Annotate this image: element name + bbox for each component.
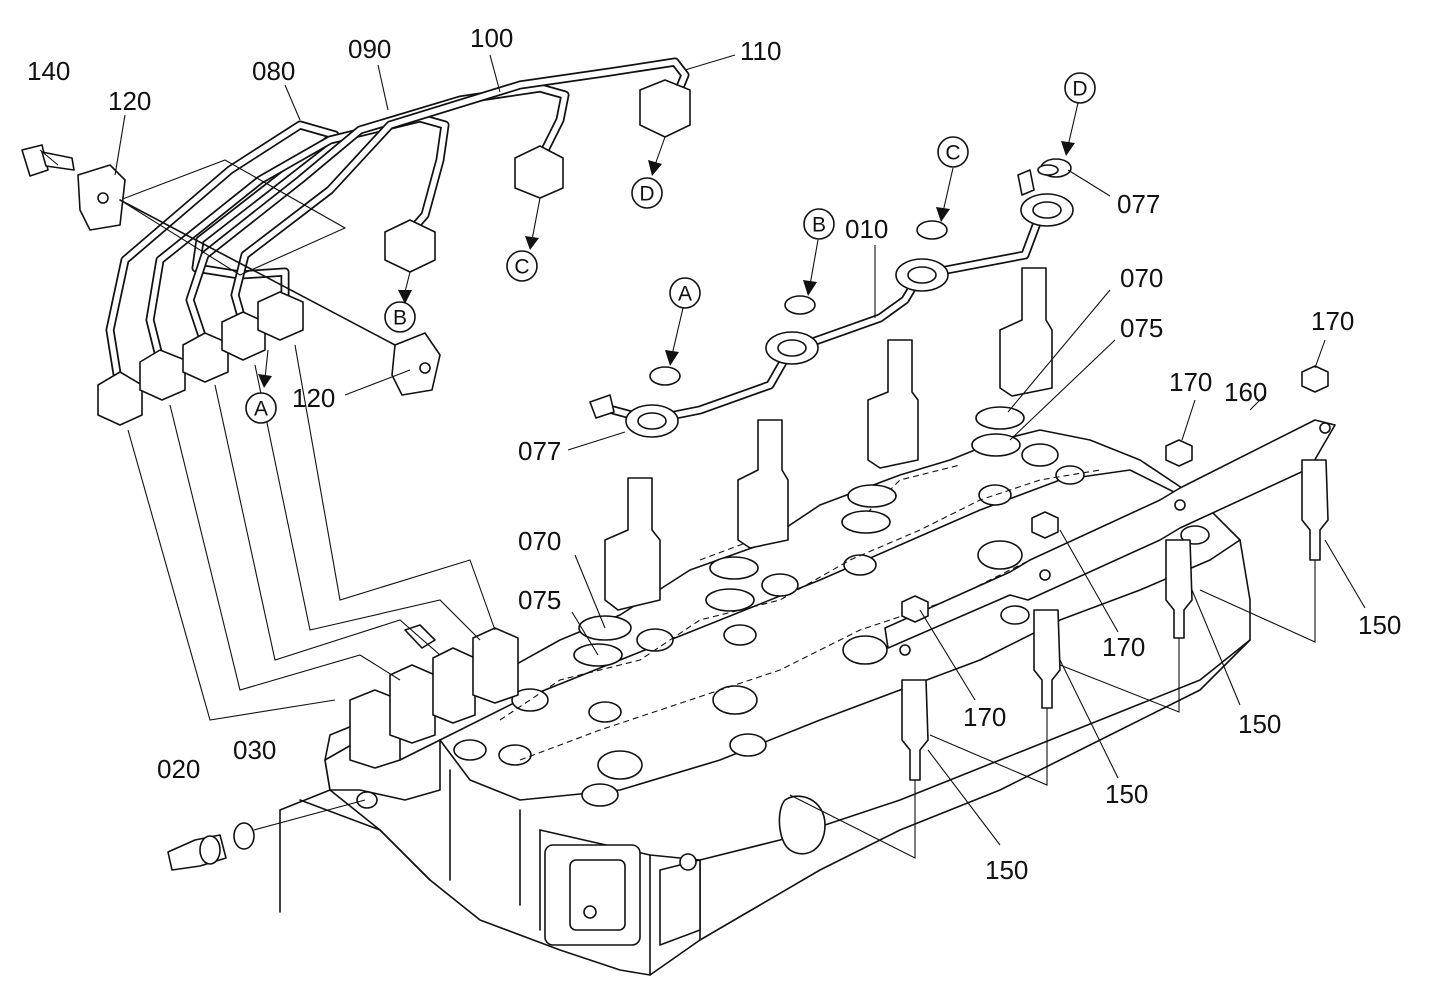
ref-c-nozzle-side: C [937, 136, 969, 168]
svg-text:A: A [254, 398, 268, 421]
ref-d-nozzle-side: D [1064, 72, 1096, 104]
label-140: 140 [27, 56, 70, 86]
label-110: 110 [740, 36, 781, 66]
svg-text:D: D [639, 183, 654, 206]
label-075-right: 075 [1120, 313, 1163, 343]
label-170-left: 170 [963, 702, 1006, 732]
injection-nozzles [573, 158, 1074, 667]
label-120-bottom: 120 [292, 383, 335, 413]
label-100: 100 [470, 23, 513, 53]
label-150-left: 150 [985, 855, 1028, 885]
label-170-middle: 170 [1102, 632, 1145, 662]
injection-pipes [97, 57, 691, 426]
label-077-left: 077 [518, 436, 561, 466]
svg-text:C: C [945, 142, 960, 165]
svg-text:A: A [678, 283, 692, 306]
svg-text:D: D [1072, 78, 1087, 101]
label-020: 020 [157, 754, 200, 784]
label-150-far-right: 150 [1358, 610, 1401, 640]
reference-markers: A B C D A B C D [245, 72, 1096, 424]
glow-plugs [789, 365, 1336, 859]
label-170-lead: 170 [1169, 367, 1212, 397]
svg-text:B: B [812, 214, 826, 237]
label-120-top: 120 [108, 86, 151, 116]
label-080: 080 [252, 56, 295, 86]
ref-b-nozzle-side: B [803, 208, 835, 240]
label-030: 030 [233, 735, 276, 765]
label-170-top-right: 170 [1311, 306, 1354, 336]
label-160: 160 [1224, 377, 1267, 407]
ref-a-nozzle-side: A [669, 277, 701, 309]
fitting-020-030 [167, 799, 366, 871]
ref-a-pump-side: A [245, 392, 277, 424]
label-090: 090 [348, 34, 391, 64]
label-070-left: 070 [518, 526, 561, 556]
leader-lines [39, 54, 1366, 846]
svg-text:C: C [514, 256, 529, 279]
label-150-middle: 150 [1105, 779, 1148, 809]
ref-c-pump-side: C [506, 250, 538, 282]
svg-text:B: B [393, 307, 407, 330]
part-labels: 140 120 080 090 100 110 120 010 077 070 … [27, 23, 1401, 885]
label-077-right: 077 [1117, 189, 1160, 219]
ref-d-pump-side: D [631, 177, 663, 209]
label-070-right: 070 [1120, 263, 1163, 293]
label-150-right: 150 [1238, 709, 1281, 739]
pipe-clamps [21, 144, 441, 396]
label-075-left: 075 [518, 585, 561, 615]
ref-b-pump-side: B [384, 301, 416, 333]
label-010: 010 [845, 214, 888, 244]
injection-pump [127, 344, 519, 769]
